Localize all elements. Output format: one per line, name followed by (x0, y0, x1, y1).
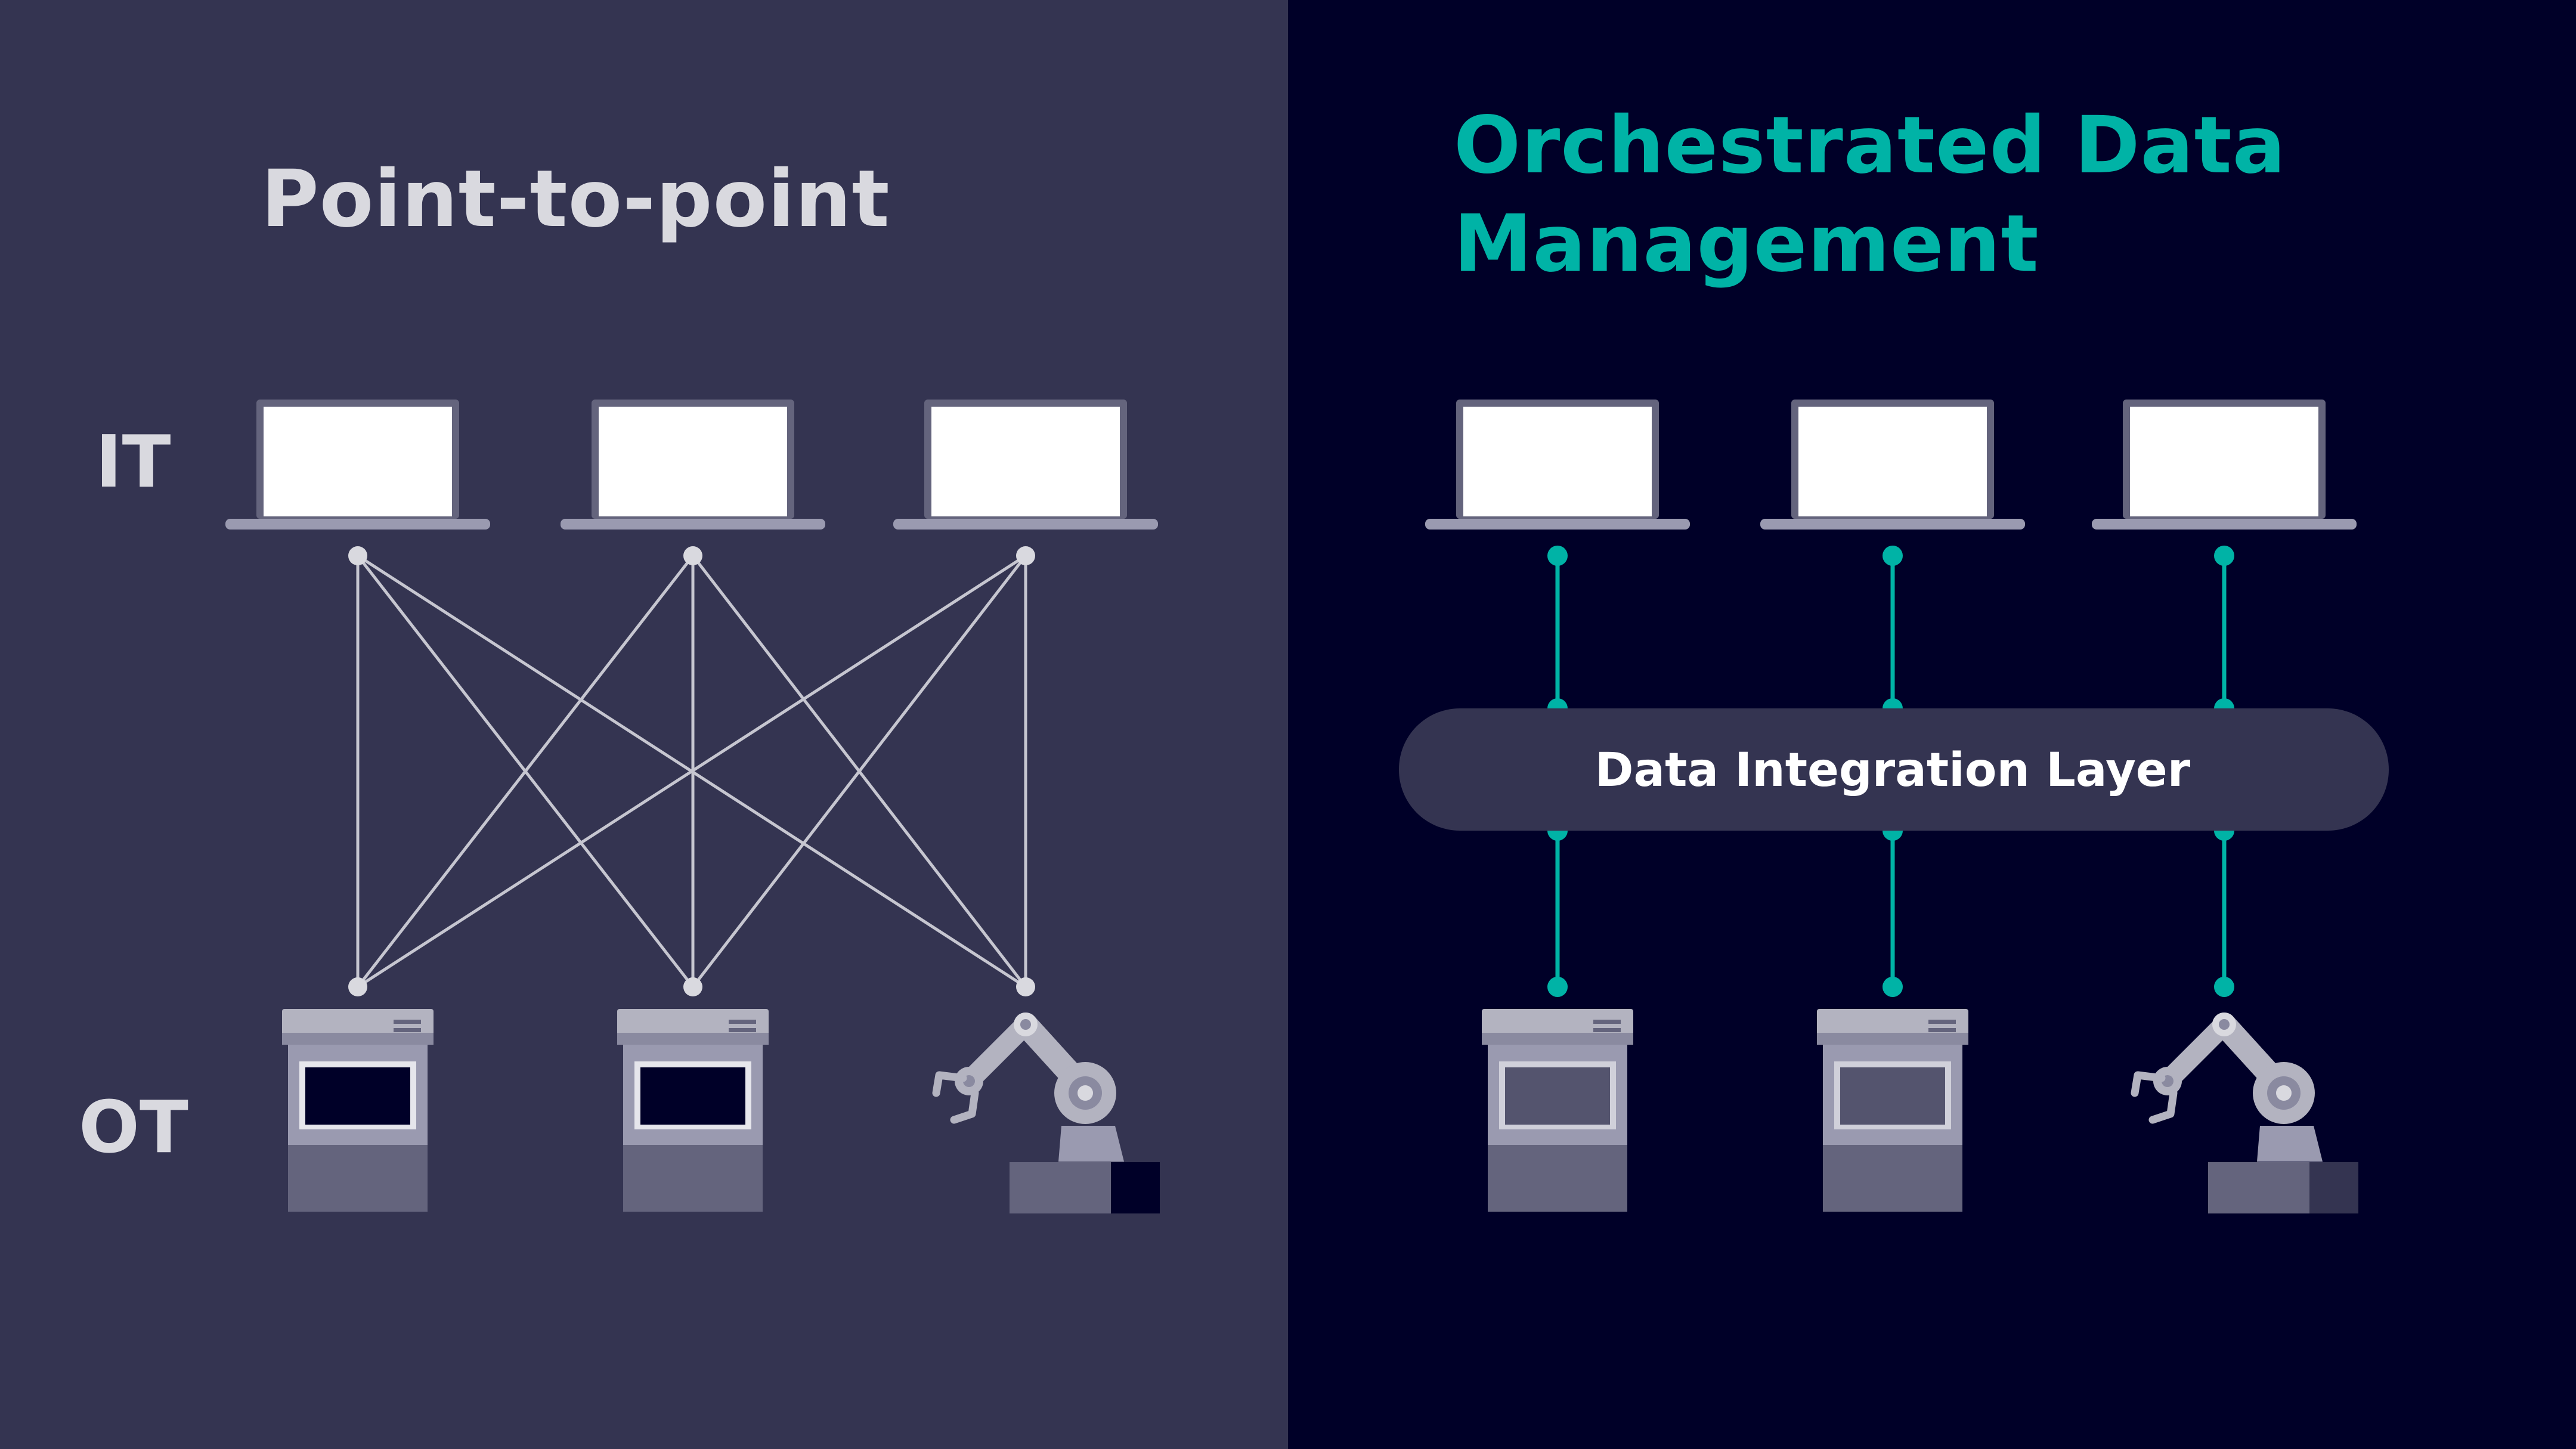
machine-icon (1482, 1009, 1633, 1212)
title-line-2: Management (1454, 198, 2039, 290)
it-label: IT (95, 421, 171, 504)
teal-connections (1555, 556, 2227, 987)
laptop-icon (1760, 400, 2025, 530)
mesh-connections (356, 554, 1027, 989)
machine-icon (1817, 1009, 1968, 1212)
point-to-point-title: Point-to-point (261, 153, 890, 245)
data-integration-layer-label: Data Integration Layer (1595, 744, 2191, 797)
robot-arm-icon (936, 1013, 1160, 1213)
laptop-icon (893, 400, 1158, 530)
laptop-icon (225, 400, 490, 530)
orchestrated-diagram: Data Integration Layer (1399, 400, 2389, 1213)
connection-nodes (348, 546, 1035, 996)
machine-icon (282, 1009, 434, 1212)
machine-icon (617, 1009, 769, 1212)
title-line-1: Orchestrated Data (1454, 100, 2286, 191)
data-integration-layer: Data Integration Layer (1399, 708, 2389, 831)
laptop-icon (1425, 400, 1690, 530)
orchestrated-data-management-title: Orchestrated Data Management (1454, 97, 2348, 293)
laptop-icon (561, 400, 825, 530)
point-to-point-diagram (225, 400, 1160, 1213)
ot-label: OT (79, 1086, 188, 1169)
laptop-icon (2092, 400, 2357, 530)
robot-arm-icon (2135, 1013, 2358, 1213)
